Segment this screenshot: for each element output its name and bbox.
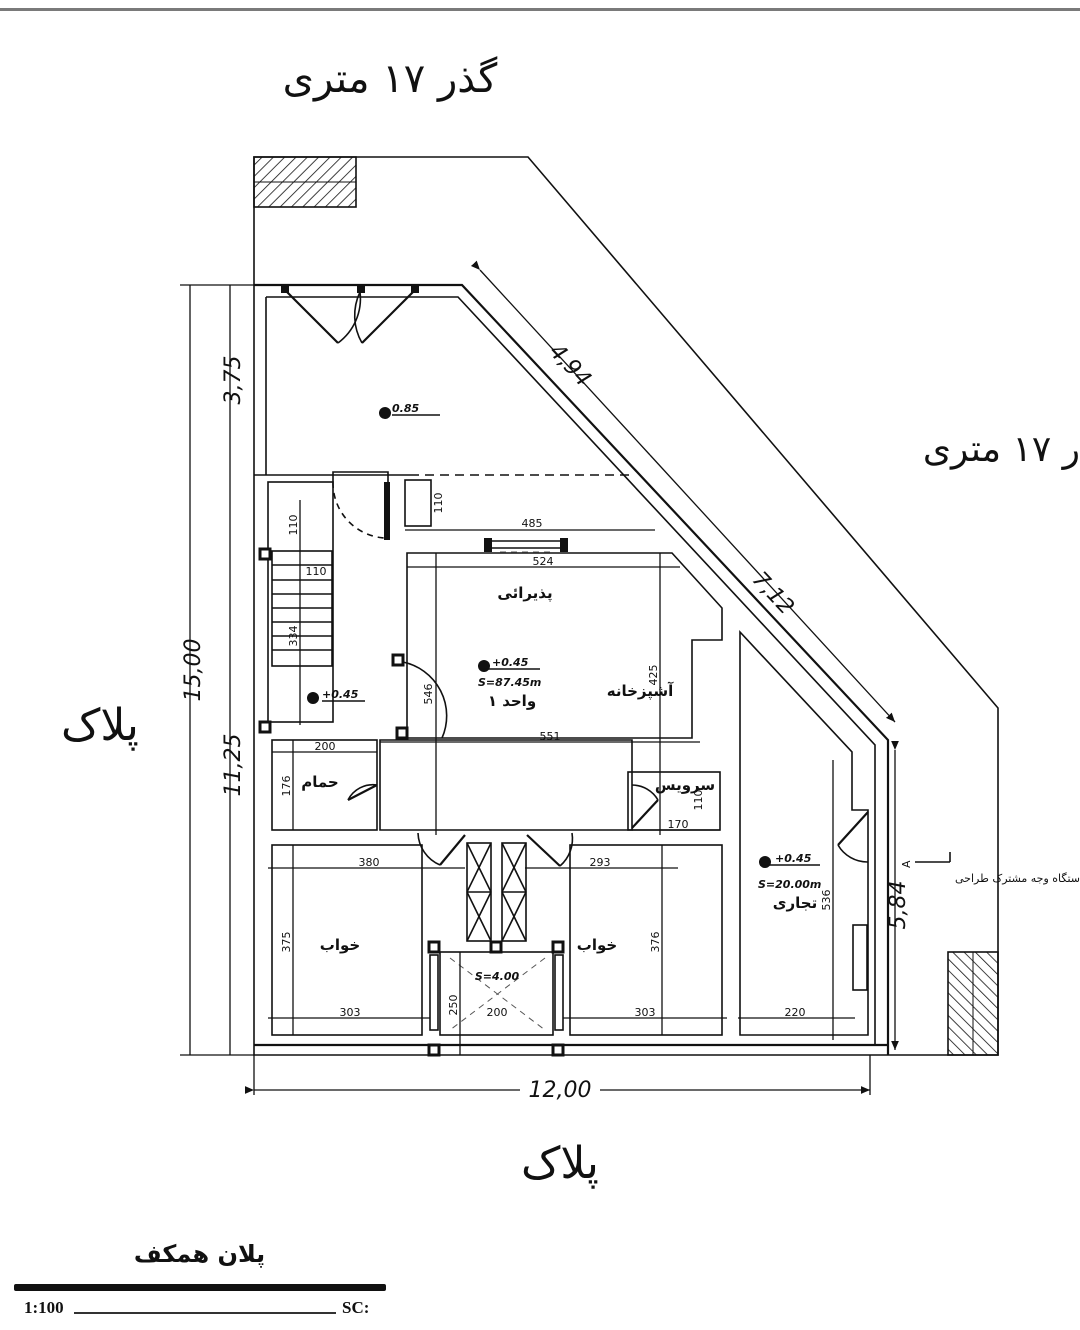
dim-176: 176 xyxy=(280,776,293,797)
dim-303-right: 303 xyxy=(635,1006,656,1019)
bath-door-swing xyxy=(347,783,378,801)
columns xyxy=(258,547,565,1057)
neighbor-label-south: پلاک xyxy=(521,1138,599,1189)
storage-closet xyxy=(404,479,432,527)
commercial-shop xyxy=(739,629,869,1036)
entrance-gate xyxy=(281,285,419,344)
level-marker-yard: 0.85 xyxy=(379,402,440,419)
dim-building-depth: 11,25 xyxy=(221,734,246,797)
bath-door xyxy=(347,784,378,801)
bedroom-left xyxy=(271,844,423,1036)
plan-title: پلان همکف xyxy=(133,1240,266,1268)
dim-546: 546 xyxy=(422,684,435,705)
dim-110-wc: 110 xyxy=(692,790,705,811)
top-border xyxy=(0,8,1080,11)
room-label-reception: پذیرائی xyxy=(497,584,552,603)
street-label-north: گذر ۱۷ متری xyxy=(283,56,499,102)
neighbor-label-west: پلاک xyxy=(61,700,139,751)
title-block: پلان همکف 1:100 SC: xyxy=(12,1240,387,1320)
wardrobes xyxy=(466,842,527,942)
shop-window xyxy=(852,924,868,991)
hatched-block-top xyxy=(253,156,357,208)
dim-375: 375 xyxy=(280,932,293,953)
unit-label: واحد ۱ xyxy=(488,692,536,710)
area-unit: S=87.45m xyxy=(478,676,541,689)
room-label-commercial: تجاری xyxy=(773,894,817,912)
dim-width-bg xyxy=(520,1078,600,1100)
title-rule xyxy=(14,1284,386,1291)
building-inner-wall-line xyxy=(266,296,876,1045)
level-marker-shop: +0.45 S=20.00m تجاری xyxy=(758,852,821,912)
shop-door-swing xyxy=(837,844,869,863)
dim-diagonal-2: 7,12 xyxy=(747,567,799,620)
dim-110-stair: 110 xyxy=(306,565,327,578)
svg-text:0.85: 0.85 xyxy=(392,402,419,415)
dim-250: 250 xyxy=(447,995,460,1016)
entry-door-leaf xyxy=(384,482,390,540)
dim-line-diagonal-1 xyxy=(470,260,651,456)
light-well: S=4.00 200 250 xyxy=(429,951,564,1055)
corridor xyxy=(379,739,633,831)
section-marker: A ظهور محل لبه به دستگاه وجه مشترک طراحی xyxy=(900,852,1080,885)
dim-220: 220 xyxy=(785,1006,806,1019)
area-shop: S=20.00m xyxy=(758,878,821,891)
dim-303-left: 303 xyxy=(340,1006,361,1019)
area-light-well: S=4.00 xyxy=(475,970,520,983)
level-marker-unit: +0.45 S=87.45m واحد ۱ xyxy=(478,656,541,710)
dim-width: 12,00 xyxy=(529,1078,592,1103)
scale-line xyxy=(74,1312,336,1314)
dim-110-store: 110 xyxy=(432,493,445,514)
room-label-bedroom-right: خواب xyxy=(577,936,617,954)
scale-prefix: SC: xyxy=(342,1298,370,1317)
svg-text:+0.45: +0.45 xyxy=(775,852,812,865)
section-note: ظهور محل لبه به دستگاه وجه مشترک طراحی xyxy=(955,872,1080,885)
dim-front-yard: 3,75 xyxy=(221,356,246,405)
scale-value: 1:100 xyxy=(24,1298,64,1317)
bedroom-right xyxy=(569,844,723,1036)
dim-380: 380 xyxy=(359,856,380,869)
room-label-bath: حمام xyxy=(301,773,339,791)
dim-524: 524 xyxy=(533,555,554,568)
shop-door xyxy=(837,811,869,846)
entry-door-swing xyxy=(332,481,386,539)
dim-425: 425 xyxy=(647,665,660,686)
bedroom-left-door xyxy=(439,834,466,866)
bedroom-left-door-swing xyxy=(417,832,441,866)
living-door-swing xyxy=(402,661,448,739)
bedroom-right-door-swing xyxy=(559,832,574,867)
room-label-bedroom-left: خواب xyxy=(320,936,360,954)
svg-text:A: A xyxy=(900,860,913,868)
bedroom-right-door xyxy=(526,834,561,867)
plot-boundary xyxy=(253,156,999,1056)
stairs xyxy=(271,500,333,725)
dim-376: 376 xyxy=(649,932,662,953)
dim-334: 334 xyxy=(287,626,300,647)
wc-door-swing xyxy=(631,784,659,801)
dim-485: 485 xyxy=(522,517,543,530)
street-label-east: ر ۱۷ متری xyxy=(922,429,1080,470)
dim-536: 536 xyxy=(820,890,833,911)
dim-293: 293 xyxy=(590,856,611,869)
dim-200-well: 200 xyxy=(487,1006,508,1019)
dim-551: 551 xyxy=(540,730,561,743)
dim-200-bath: 200 xyxy=(315,740,336,753)
living-room xyxy=(406,552,723,739)
svg-text:+0.45: +0.45 xyxy=(322,688,359,701)
wc-door xyxy=(631,799,659,829)
dim-shop-depth: 5,84 xyxy=(886,881,911,930)
window-living xyxy=(484,538,568,553)
hatched-block-bottom xyxy=(947,951,999,1056)
dim-line-diagonal-2 xyxy=(649,454,896,723)
dim-total-depth: 15,00 xyxy=(181,639,206,702)
level-marker-stair: +0.45 xyxy=(307,688,365,704)
room-label-kitchen: آشپزخانه xyxy=(607,682,674,701)
dim-170: 170 xyxy=(668,818,689,831)
dim-110-stair-top: 110 xyxy=(287,515,300,536)
room-label-wc: سرویس xyxy=(655,776,715,794)
svg-text:+0.45: +0.45 xyxy=(492,656,529,669)
